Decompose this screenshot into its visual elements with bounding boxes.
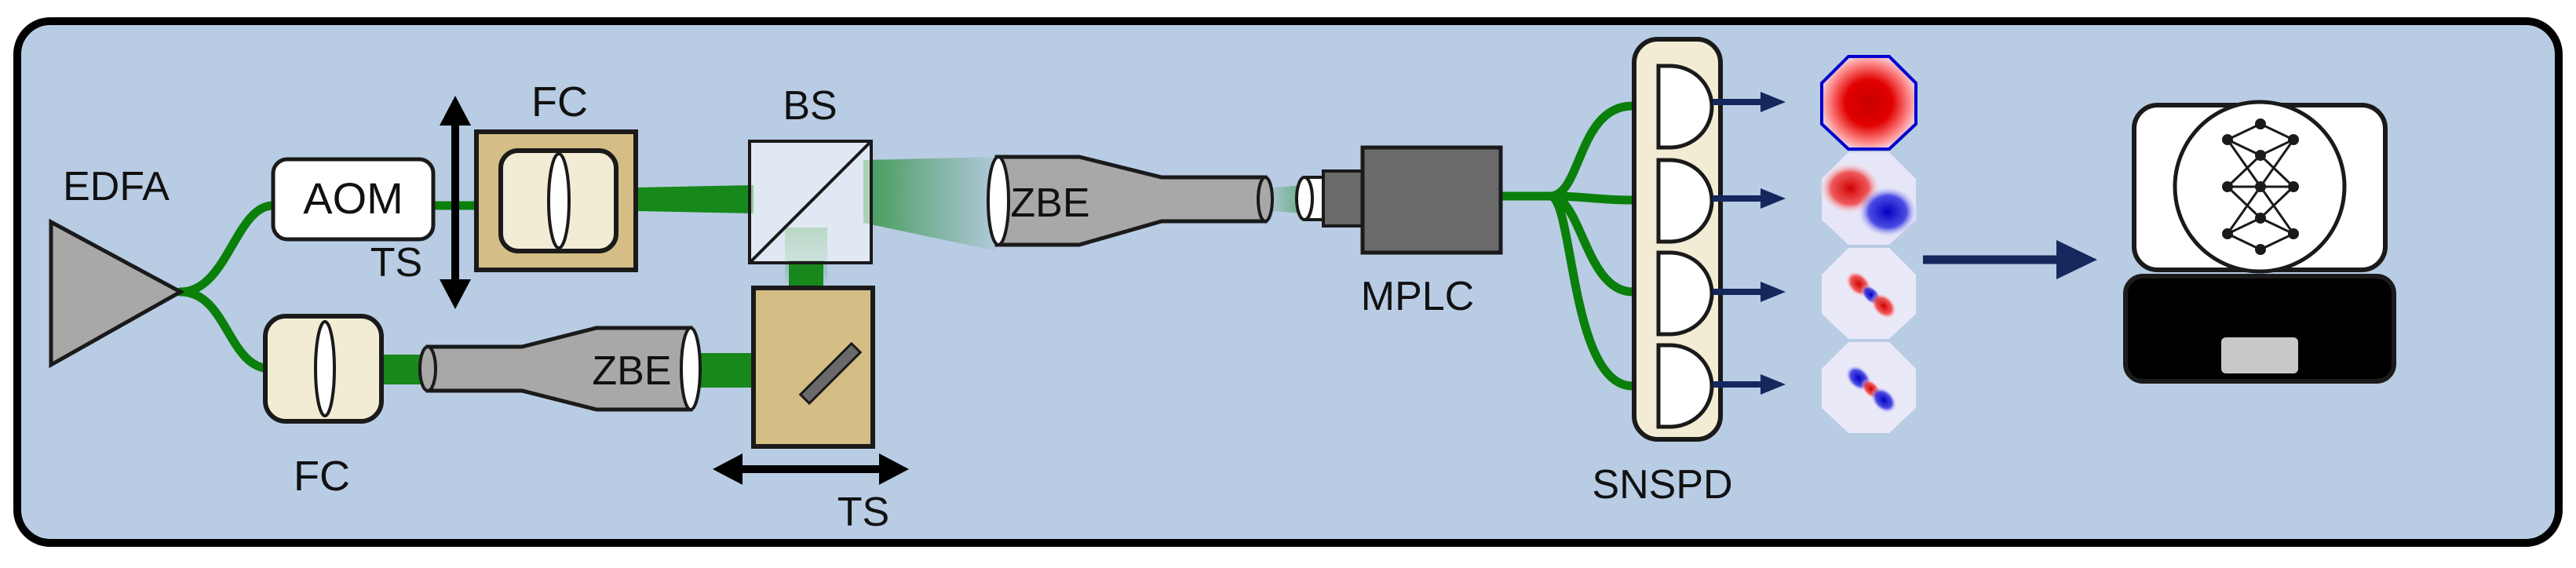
fiber-edfa-to-aom xyxy=(176,201,278,297)
detector-icon xyxy=(1656,250,1714,337)
detector-icon xyxy=(1656,343,1714,429)
mirror-stage xyxy=(751,286,875,449)
fc-bottom-lens-icon xyxy=(314,320,336,417)
mplc-body xyxy=(1360,145,1503,255)
mirror-icon xyxy=(798,341,863,406)
mode-images xyxy=(1819,55,1919,433)
mode-11-image xyxy=(1822,248,1916,339)
bs-label: BS xyxy=(783,83,837,129)
ts-vertical-label: TS xyxy=(370,240,422,286)
computer-base xyxy=(2123,274,2396,384)
edfa-label: EDFA xyxy=(63,164,170,209)
fiber-edfa-to-fc-bottom xyxy=(176,287,275,373)
computer-drive-slot xyxy=(2221,337,2298,373)
ts-horizontal-label: TS xyxy=(837,490,889,535)
snspd-detectors xyxy=(1656,64,1714,429)
fiber-to-detector-4 xyxy=(1545,191,1637,391)
mplc-neck xyxy=(1322,169,1366,228)
ts-horizontal-arrow xyxy=(713,453,909,485)
zbe-bottom-large-aperture xyxy=(680,326,702,411)
beam-splitter-diagonal xyxy=(748,140,873,264)
zbe-top-small-aperture xyxy=(1257,176,1274,223)
fc-top-label: FC xyxy=(531,78,588,126)
aom-box xyxy=(271,157,436,242)
mplc-input-lens-icon xyxy=(1295,176,1314,221)
zbe-top-label: ZBE xyxy=(1010,180,1089,226)
fc-top-lens-icon xyxy=(547,152,571,249)
detector-output-arrows xyxy=(1713,99,1762,388)
diagram-frame xyxy=(13,17,2563,547)
fc-bottom-label: FC xyxy=(294,453,350,500)
zbe-bottom-label: ZBE xyxy=(592,348,671,394)
beam-bs-to-zbe xyxy=(863,157,997,251)
detector-icon xyxy=(1656,64,1714,150)
zbe-bottom-small-aperture xyxy=(418,345,437,392)
ts-vertical-arrow xyxy=(440,96,471,309)
fiber-lines xyxy=(176,101,1637,391)
detector-output-arrowheads xyxy=(1761,92,1786,395)
edfa-amplifier-icon xyxy=(49,218,185,369)
snspd-label: SNSPD xyxy=(1592,462,1732,508)
arrow-to-computer xyxy=(1923,240,2097,279)
neural-network-icon xyxy=(2173,100,2347,274)
free-space-beams xyxy=(330,157,1303,388)
mode-00-image xyxy=(1820,55,1917,151)
mplc-label: MPLC xyxy=(1361,274,1474,319)
mode-10-image xyxy=(1819,152,1919,245)
detector-icon xyxy=(1656,158,1714,244)
beam-zbe-to-mplc xyxy=(1265,185,1303,213)
mode-11-rotated-image xyxy=(1822,342,1916,433)
zbe-top-large-aperture xyxy=(987,155,1010,246)
aom-label: AOM xyxy=(303,173,403,223)
